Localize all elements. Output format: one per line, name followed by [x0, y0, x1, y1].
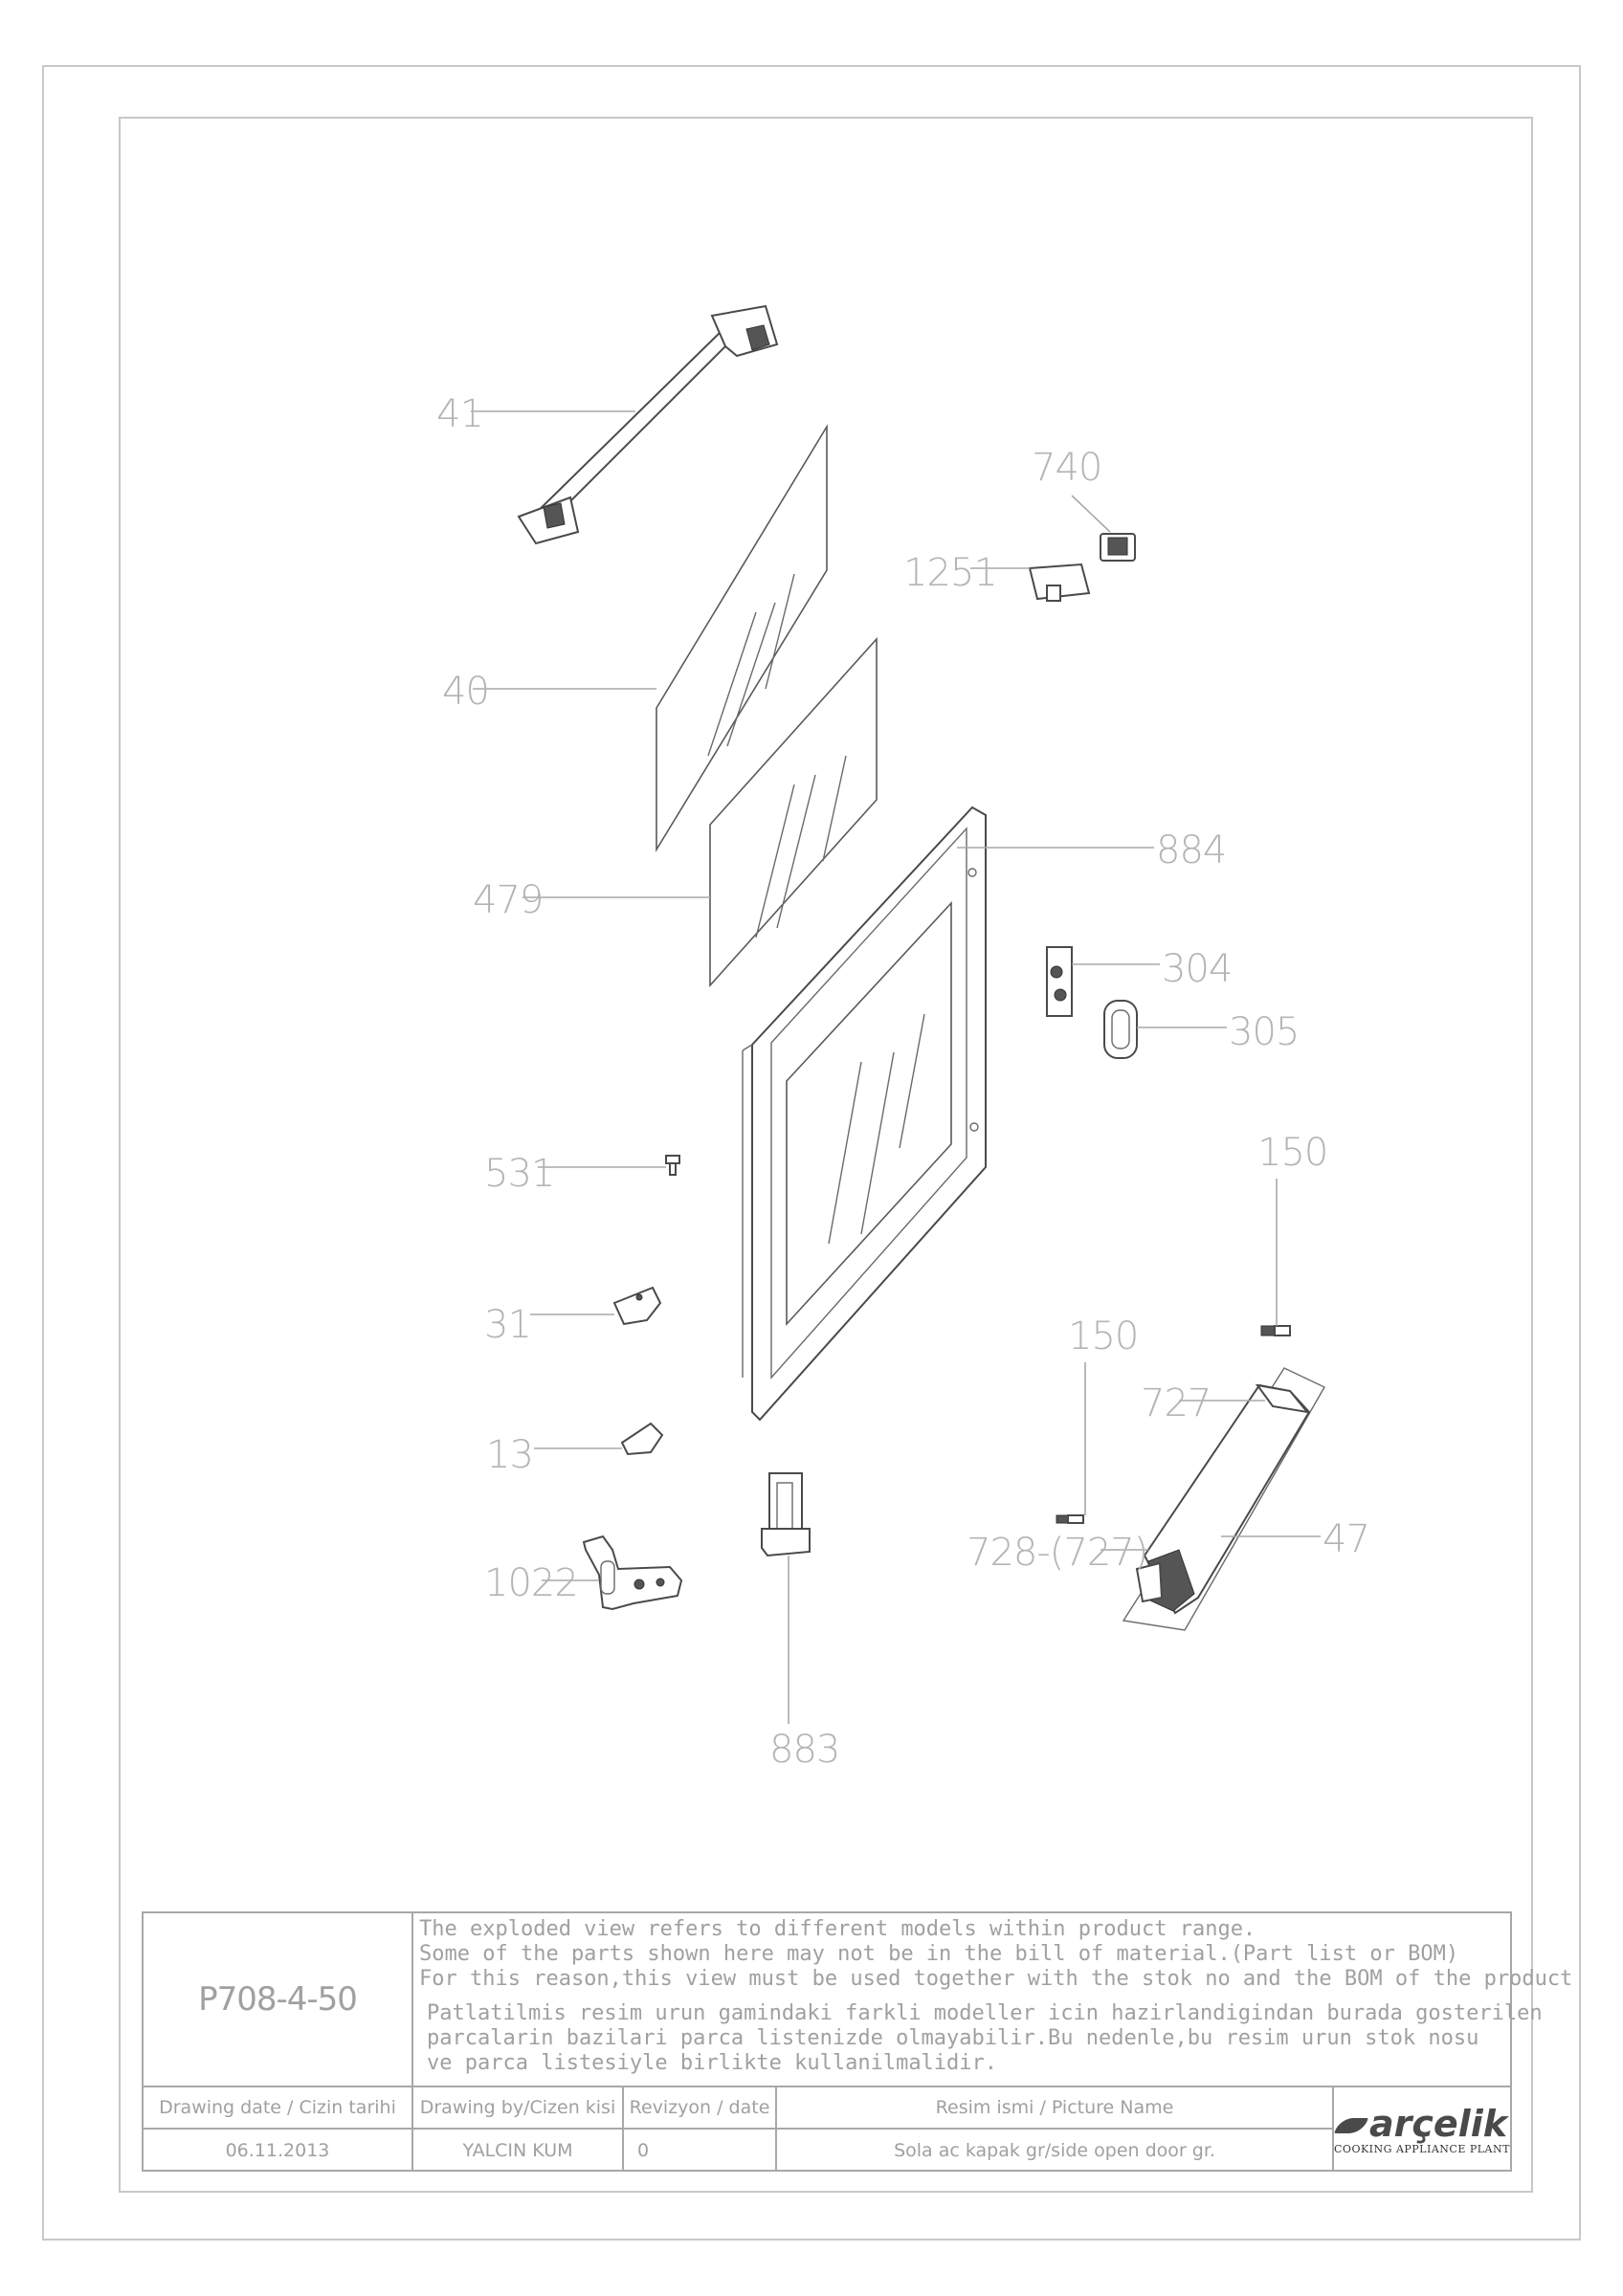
value-drawing-date: 06.11.2013 [144, 2130, 413, 2172]
part-531-screw [665, 1155, 680, 1176]
callout-41: 41 [436, 392, 483, 436]
callout-304: 304 [1162, 947, 1232, 991]
callout-740: 740 [1032, 446, 1101, 490]
header-revision: Revizyon / date [624, 2087, 777, 2130]
part-40-inner-glass [656, 424, 828, 852]
title-block: P708-4-50 The exploded view refers to di… [142, 1911, 1573, 2172]
callout-31: 31 [484, 1303, 531, 1347]
note-en-line: For this reason,this view must be used t… [419, 1967, 1573, 1991]
callout-47: 47 [1323, 1517, 1369, 1561]
note-en-line: Some of the parts shown here may not be … [419, 1942, 1459, 1966]
note-tr-line: Patlatilmis resim urun gamindaki farkli … [427, 2001, 1543, 2025]
value-picture-name: Sola ac kapak gr/side open door gr. [777, 2130, 1334, 2172]
callout-728: 728-(727) [967, 1531, 1147, 1575]
note-en-line: The exploded view refers to different mo… [419, 1917, 1256, 1941]
part-740-latch-cap [1100, 533, 1136, 562]
callout-531: 531 [484, 1152, 554, 1196]
part-150-screw-right [1260, 1325, 1291, 1336]
note-tr-line: parcalarin bazilari parca listenizde olm… [427, 2026, 1479, 2050]
callout-40: 40 [442, 670, 489, 714]
drawing-inner-border [119, 117, 1533, 2193]
part-479-middle-glass [709, 636, 878, 988]
part-47-door-handle [1122, 1367, 1325, 1631]
callout-727: 727 [1141, 1381, 1211, 1425]
part-13-hinge-cover [620, 1422, 664, 1456]
part-31-hinge-cover [612, 1286, 662, 1326]
drawing-outer-border [42, 65, 1581, 2241]
header-picture-name: Resim ismi / Picture Name [777, 2087, 1334, 2130]
leader-740 [1071, 495, 1111, 533]
drawing-code-cell: P708-4-50 [144, 1913, 413, 2087]
callout-479: 479 [473, 878, 543, 922]
callout-884: 884 [1156, 828, 1226, 872]
logo-cell: arçelik COOKING APPLIANCE PLANT [1334, 2087, 1510, 2172]
drawing-code: P708-4-50 [198, 1980, 358, 2019]
part-41-top-profile [517, 304, 779, 545]
callout-305: 305 [1229, 1010, 1299, 1054]
part-883-hinge-bracket [761, 1472, 811, 1557]
value-drawing-by: YALCIN KUM [413, 2130, 624, 2172]
logo-swoosh-icon [1334, 2118, 1368, 2133]
part-1022-hinge [582, 1534, 683, 1611]
value-revision: 0 [624, 2130, 777, 2172]
part-305-latch-cover [1103, 1000, 1138, 1059]
logo-wordmark: arçelik [1368, 2102, 1507, 2145]
logo-subtitle: COOKING APPLIANCE PLANT [1334, 2142, 1510, 2155]
part-304-latch-plate [1046, 946, 1073, 1017]
callout-150-right: 150 [1257, 1131, 1327, 1175]
callout-13: 13 [486, 1433, 533, 1477]
callout-1022: 1022 [484, 1561, 578, 1605]
arcelik-logo: arçelik [1334, 2102, 1507, 2145]
part-884-door-frame [742, 806, 987, 1422]
part-150-screw-left [1056, 1514, 1084, 1524]
header-drawing-date: Drawing date / Cizin tarihi [144, 2087, 413, 2130]
callout-883: 883 [769, 1728, 839, 1772]
notes-cell: The exploded view refers to different mo… [413, 1913, 1573, 2087]
callout-150-left: 150 [1068, 1314, 1138, 1358]
part-1251-latch-body [1028, 563, 1091, 602]
note-tr-line: ve parca listesiyle birlikte kullanilmal… [427, 2051, 998, 2075]
callout-1251: 1251 [903, 551, 997, 595]
header-drawing-by: Drawing by/Cizen kisi [413, 2087, 624, 2130]
